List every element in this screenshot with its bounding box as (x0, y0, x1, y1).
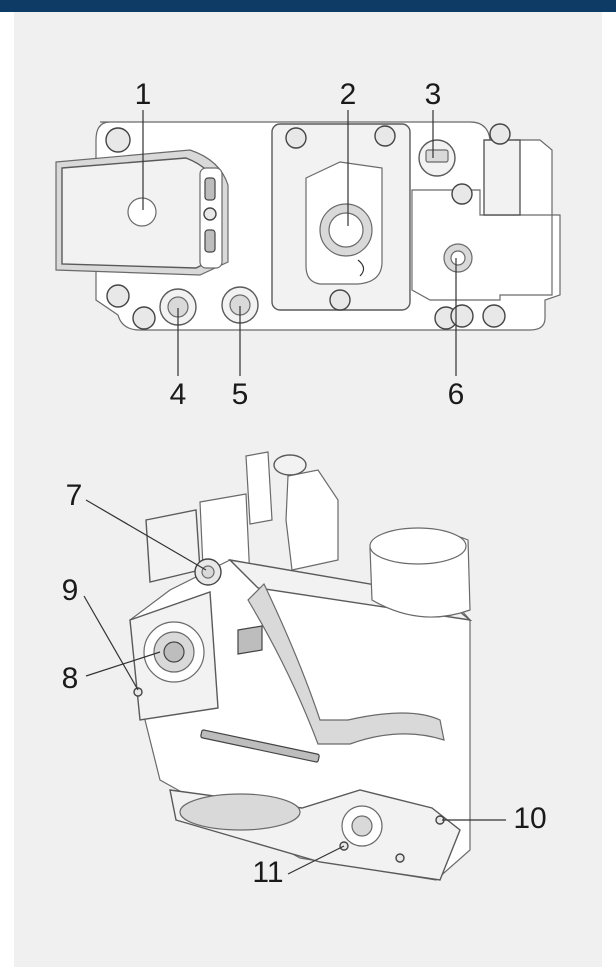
flange-screw-hole (133, 687, 143, 697)
label-11: 11 (252, 856, 283, 889)
label-4: 4 (170, 378, 187, 411)
screw-regulator-top-right (374, 125, 396, 147)
top-color-bar (0, 0, 616, 12)
leader-8 (85, 651, 161, 677)
top-labels: 1 2 3 4 5 6 (135, 78, 465, 411)
upper-fitting (273, 454, 307, 476)
label-1: 1 (135, 78, 152, 111)
terminal-screw (203, 207, 217, 221)
screw-bottom-left-2 (132, 306, 156, 330)
label-9: 9 (62, 574, 79, 607)
label-10: 10 (513, 802, 546, 835)
adjustment-screw (328, 212, 364, 248)
label-6: 6 (448, 378, 465, 411)
leader-11 (287, 845, 345, 875)
label-7: 7 (66, 479, 83, 512)
leader-7 (85, 499, 207, 571)
screw-bottom-left (106, 284, 130, 308)
gas-valve-isometric-view (129, 451, 473, 881)
ribbon-band (247, 582, 445, 745)
mounting-hole-extra (395, 853, 405, 863)
label-5: 5 (232, 378, 249, 411)
left-bracket (145, 509, 201, 583)
screw-right-bottom-2 (450, 304, 474, 328)
pilot-adjustment-slot (425, 149, 449, 163)
bottom-slot (200, 729, 320, 763)
bottom-margin (0, 967, 616, 979)
coil-cylinder-top (369, 527, 467, 565)
terminal-lower (204, 229, 216, 253)
regulator-clip (357, 259, 365, 277)
label-3: 3 (425, 78, 442, 111)
outlet-port-center (351, 815, 373, 837)
screw-top-left (105, 127, 131, 153)
bottom-labels: 7 9 8 10 11 (62, 479, 547, 889)
diaphragm (179, 793, 301, 831)
label-8: 8 (62, 662, 79, 695)
terminal-upper (204, 177, 216, 201)
inlet-port-bore (163, 641, 185, 663)
right-fitting (483, 139, 521, 216)
gas-valve-top-view (55, 121, 561, 331)
screw-regulator-top-left (285, 127, 307, 149)
coil-center-point (127, 197, 157, 227)
leader-9 (83, 595, 139, 691)
right-module (411, 189, 553, 301)
screw-right-top (451, 183, 473, 205)
outlet-test-point-center (450, 250, 466, 266)
upper-bracket (245, 451, 273, 525)
upper-connector (285, 469, 339, 571)
screw-regulator-bottom (329, 289, 351, 311)
ribbon-block (237, 625, 263, 655)
screw-right-bottom-3 (482, 304, 506, 328)
test-screw-7-center (201, 565, 215, 579)
label-2: 2 (340, 78, 357, 111)
screw-top-right (489, 123, 511, 145)
